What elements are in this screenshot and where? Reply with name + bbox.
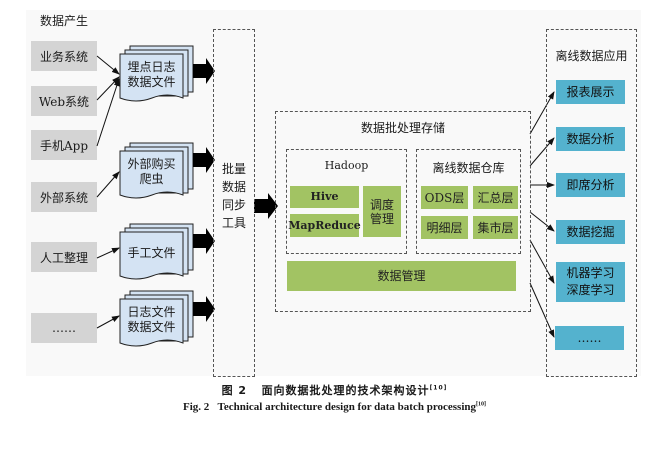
app-report-display: 报表展示 xyxy=(556,80,625,104)
document-line2: 数据文件 xyxy=(127,320,176,334)
app-more: …… xyxy=(555,326,624,350)
arrow-external-to-crawler xyxy=(96,171,120,198)
document-tracking-logs: 埋点日志数据文件 xyxy=(120,54,183,96)
app-adhoc-analysis: 即席分析 xyxy=(556,173,625,197)
document-external-crawler: 外部购买爬虫 xyxy=(120,151,183,193)
caption-en-ref: [10] xyxy=(476,401,487,408)
source-business-system: 业务系统 xyxy=(31,41,97,71)
figure-caption-cn: 图 2 面向数据批处理的技术架构设计[10] xyxy=(0,382,669,398)
caption-cn-title: 面向数据批处理的技术架构设计 xyxy=(261,384,430,397)
document-line2: 爬虫 xyxy=(139,172,164,186)
source-manual: 人工整理 xyxy=(31,242,97,272)
app-machine-learning: 机器学习深度学习 xyxy=(556,262,625,302)
warehouse-container xyxy=(416,149,521,254)
document-manual-files: 手工文件 xyxy=(120,232,183,274)
sync-tool-line: 数据 xyxy=(221,180,246,194)
figure-caption-en: Fig. 2 Technical architecture design for… xyxy=(0,401,669,413)
app-data-mining: 数据挖掘 xyxy=(556,220,625,244)
sync-tool-line: 批量 xyxy=(221,162,246,176)
detail-layer-block: 明细层 xyxy=(421,216,468,239)
hadoop-title: Hadoop xyxy=(324,159,369,172)
arrow-ellipsis-to-logfiles xyxy=(96,315,120,329)
source-web-system: Web系统 xyxy=(31,86,97,116)
offline-apps-title: 离线数据应用 xyxy=(555,49,628,63)
data-management-block: 数据管理 xyxy=(287,261,516,291)
document-line1: 手工文件 xyxy=(127,245,176,260)
sync-tool-line: 同步 xyxy=(221,198,246,212)
source-external-system: 外部系统 xyxy=(31,182,97,212)
app-data-analysis: 数据分析 xyxy=(556,127,625,151)
arrow-app-to-logs xyxy=(96,78,120,147)
warehouse-title: 离线数据仓库 xyxy=(432,161,505,175)
arrow-storage-to-mining xyxy=(529,211,555,232)
arrow-storage-to-analysis xyxy=(529,137,555,167)
arrow-business-to-logs xyxy=(96,55,120,75)
source-mobile-app: 手机App xyxy=(31,130,97,160)
document-line1: 外部购买 xyxy=(127,157,176,171)
document-line2: 数据文件 xyxy=(127,75,176,89)
batch-storage-title: 数据批处理存储 xyxy=(360,121,445,135)
mapreduce-block: MapReduce xyxy=(288,214,361,237)
thick-arrow-sync-to-storage xyxy=(254,193,278,219)
document-log-files: 日志文件数据文件 xyxy=(120,299,183,341)
source-ellipsis: …… xyxy=(31,313,97,343)
section-title-data-production: 数据产生 xyxy=(40,14,89,28)
thick-arrows-to-sync xyxy=(193,58,215,322)
app-line1: 机器学习 xyxy=(566,266,615,280)
ods-layer-block: ODS层 xyxy=(421,186,468,209)
batch-storage-container xyxy=(275,111,531,312)
arrow-storage-to-ml xyxy=(529,239,555,284)
arrow-manual-to-files xyxy=(96,247,120,259)
arrow-storage-to-report xyxy=(529,91,555,135)
mart-layer-block: 集市层 xyxy=(473,216,518,239)
sync-tool-line: 工具 xyxy=(221,216,246,230)
document-line1: 日志文件 xyxy=(127,305,176,319)
caption-cn-ref: [10] xyxy=(429,384,448,392)
summary-layer-block: 汇总层 xyxy=(473,186,518,209)
hive-block: Hive xyxy=(290,186,359,208)
caption-cn-prefix: 图 2 xyxy=(221,384,248,397)
caption-en-prefix: Fig. 2 xyxy=(182,401,210,413)
arrow-storage-to-more xyxy=(529,282,555,338)
offline-apps-container xyxy=(546,29,637,377)
document-line1: 埋点日志 xyxy=(127,60,176,74)
sync-tool-label: 批量 数据 同步 工具 xyxy=(221,160,247,232)
app-line2: 深度学习 xyxy=(566,283,615,297)
hadoop-container xyxy=(286,149,407,254)
caption-en-title: Technical architecture design for data b… xyxy=(217,401,477,413)
sync-tool-container xyxy=(213,29,255,377)
scheduler-block: 调度管理 xyxy=(363,186,401,237)
